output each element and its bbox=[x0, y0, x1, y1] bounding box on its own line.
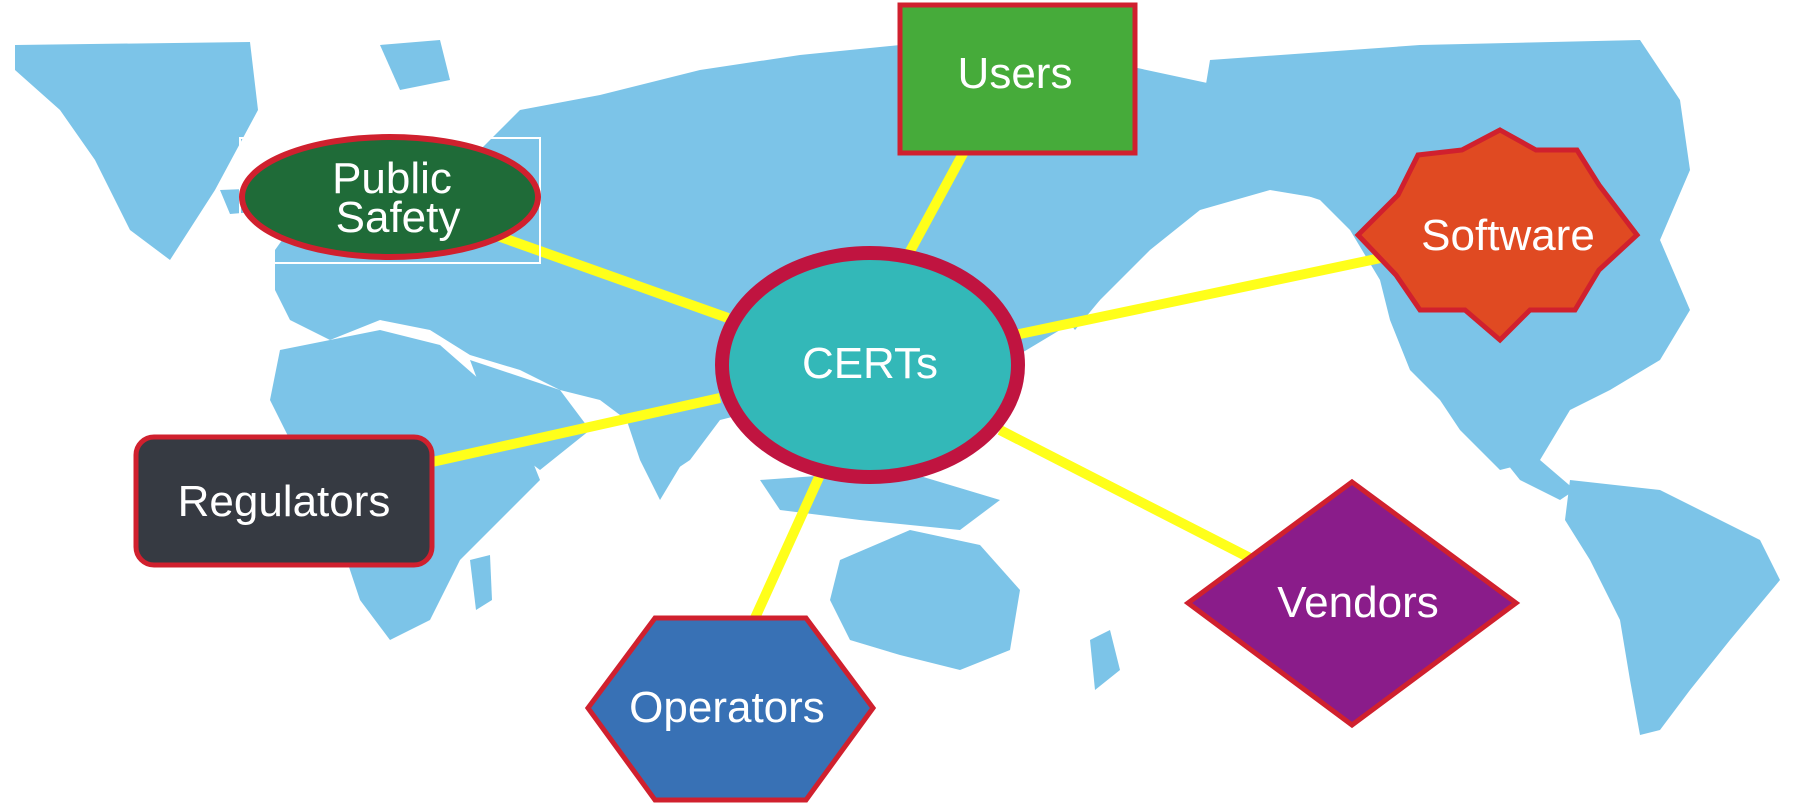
node-operators: Operators bbox=[584, 615, 877, 803]
map-arabia bbox=[470, 360, 590, 470]
map-japan bbox=[1060, 245, 1100, 330]
vendors-label: Vendors bbox=[1277, 578, 1438, 627]
node-users: Users bbox=[897, 2, 1138, 156]
connector-users bbox=[903, 147, 970, 258]
connector-software bbox=[1013, 250, 1397, 340]
users-label: Users bbox=[958, 49, 1073, 98]
operators-label: Operators bbox=[629, 683, 825, 732]
connector-regulators bbox=[430, 393, 722, 467]
map-svalbard bbox=[380, 40, 450, 90]
software-label: Software bbox=[1421, 211, 1595, 260]
map-greenland bbox=[15, 42, 258, 260]
map-south-america bbox=[1565, 480, 1780, 735]
users-box bbox=[897, 2, 1138, 156]
hub-ellipse bbox=[715, 246, 1025, 484]
map-india bbox=[620, 400, 700, 500]
map-central-america bbox=[1500, 455, 1575, 500]
public-safety-label-line2: Safety bbox=[336, 193, 461, 242]
connectors bbox=[430, 147, 1397, 621]
node-regulators: Regulators bbox=[133, 434, 435, 568]
map-madagascar bbox=[470, 555, 492, 610]
connector-vendors bbox=[997, 425, 1253, 563]
map-new-zealand bbox=[1090, 630, 1120, 690]
public-safety-ellipse bbox=[239, 134, 541, 260]
node-software: Software bbox=[1354, 127, 1641, 344]
vendors-diamond bbox=[1183, 478, 1521, 729]
regulators-label: Regulators bbox=[178, 477, 391, 526]
connector-operators bbox=[750, 472, 825, 621]
node-public-safety: Public Safety bbox=[239, 134, 541, 264]
node-vendors: Vendors bbox=[1183, 478, 1521, 729]
hub-certs: CERTs bbox=[715, 246, 1025, 484]
software-star bbox=[1354, 127, 1641, 344]
public-safety-label-line1: Public bbox=[332, 154, 452, 203]
map-australia bbox=[830, 530, 1020, 670]
connector-public-safety bbox=[493, 230, 730, 323]
operators-hexagon bbox=[584, 615, 877, 803]
hub-label: CERTs bbox=[802, 339, 938, 388]
regulators-box bbox=[133, 434, 435, 568]
